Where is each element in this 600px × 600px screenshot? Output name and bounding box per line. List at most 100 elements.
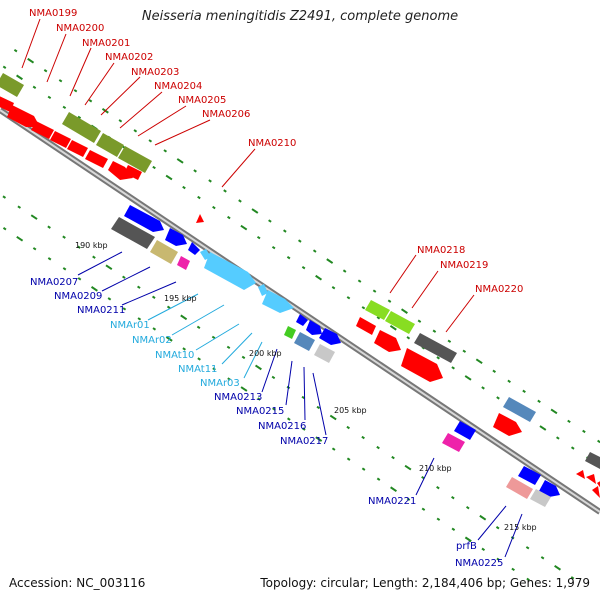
gene-label-nma0201[interactable]: NMA0201	[82, 38, 130, 49]
ruler-tick	[180, 314, 188, 321]
gene-feature-red-far-1[interactable]	[576, 470, 585, 479]
gene-label-nmat10[interactable]: NMAt10	[155, 350, 194, 361]
gene-feature-lightgray-1[interactable]	[314, 344, 335, 363]
gene-label-nma0218[interactable]: NMA0218	[417, 245, 465, 256]
gene-label-nma0209[interactable]: NMA0209	[54, 291, 102, 302]
gene-label-nma0206[interactable]: NMA0206	[202, 109, 250, 120]
gene-label-nma0220[interactable]: NMA0220	[475, 284, 523, 295]
gene-feature-magenta-1[interactable]	[177, 256, 190, 270]
gene-feature-nma0201[interactable]	[31, 121, 54, 139]
gene-feature-nma0202[interactable]	[50, 131, 71, 148]
ruler-tick	[47, 225, 51, 229]
gene-feature-green-2[interactable]	[365, 300, 390, 320]
gene-feature-cyan-2[interactable]	[204, 252, 256, 290]
gene-feature-gray-3[interactable]	[585, 452, 600, 470]
gene-label-nma0205[interactable]: NMA0205	[178, 95, 226, 106]
gene-label-nma0211[interactable]: NMA0211	[77, 305, 125, 316]
gene-feature-magenta-2[interactable]	[442, 433, 465, 452]
gene-label-nma0216[interactable]: NMA0216	[258, 421, 306, 432]
ruler-tick	[165, 174, 173, 181]
ruler-tick	[550, 408, 558, 415]
gene-label-nma0225[interactable]: NMA0225	[455, 558, 503, 569]
gene-label-nmar03[interactable]: NMAr03	[200, 378, 240, 389]
gene-feature-blue-3[interactable]	[188, 242, 200, 255]
gene-feature-nma0205[interactable]	[108, 161, 133, 180]
gene-feature-red-219[interactable]	[374, 330, 401, 352]
gene-label-nma0219[interactable]: NMA0219	[440, 260, 488, 271]
gene-feature-nma0200[interactable]	[7, 105, 40, 127]
ruler-tick	[346, 296, 351, 300]
gene-feature-olive-2[interactable]	[62, 112, 101, 143]
ruler-tick	[47, 257, 52, 261]
gene-feature-nma0204[interactable]	[85, 150, 108, 168]
gene-label-nma0217[interactable]: NMA0217	[280, 436, 328, 447]
gene-feature-blue-9[interactable]	[539, 480, 560, 497]
gene-feature-green-3[interactable]	[385, 311, 415, 334]
gene-feature-blue-4[interactable]	[296, 314, 308, 326]
gene-feature-blue-2[interactable]	[165, 228, 187, 246]
gene-label-prfb[interactable]: prfB	[456, 541, 477, 552]
gene-feature-blue-1[interactable]	[124, 205, 164, 232]
gene-label-nma0202[interactable]: NMA0202	[105, 52, 153, 63]
ruler-tick	[539, 425, 547, 431]
gene-label-nma0215[interactable]: NMA0215	[236, 406, 284, 417]
ruler-tick	[496, 396, 500, 400]
gene-label-nmat11[interactable]: NMAt11	[178, 364, 217, 375]
gene-feature-gray-2[interactable]	[414, 333, 457, 363]
ruler-tick	[163, 149, 168, 153]
gene-feature-olive-3[interactable]	[96, 133, 124, 157]
scale-label-205: 205 kbp	[334, 406, 367, 415]
gene-label-nma0210[interactable]: NMA0210	[248, 138, 296, 149]
gene-feature-steel-1[interactable]	[294, 332, 315, 351]
gene-label-nma0203[interactable]: NMA0203	[131, 67, 179, 78]
gene-feature-blue-8[interactable]	[518, 466, 541, 485]
gene-feature-blue-6[interactable]	[319, 328, 341, 345]
ruler-tick	[122, 275, 126, 279]
gene-label-nmar02[interactable]: NMAr02	[132, 335, 172, 346]
gene-feature-nma0206[interactable]	[124, 165, 142, 180]
gene-feature-red-far-2[interactable]	[586, 474, 596, 484]
gene-feature-red-far-3[interactable]	[597, 480, 600, 490]
gene-feature-nma0199[interactable]	[0, 94, 14, 112]
gene-feature-red-220[interactable]	[401, 348, 443, 382]
gene-feature-pink[interactable]	[506, 477, 533, 499]
gene-feature-olive-1[interactable]	[0, 73, 24, 97]
gene-feature-khaki[interactable]	[150, 240, 178, 264]
gene-label-nma0200[interactable]: NMA0200	[56, 23, 104, 34]
gene-feature-blue-7[interactable]	[454, 421, 476, 440]
ruler-tick	[436, 517, 441, 521]
ruler-ticks	[2, 49, 600, 582]
gene-feature-olive-4[interactable]	[118, 146, 152, 173]
gene-label-nma0221[interactable]: NMA0221	[368, 496, 416, 507]
ruler-tick	[406, 497, 411, 501]
genome-backbone	[0, 107, 600, 515]
ruler-tick	[570, 446, 575, 450]
gene-label-nma0199[interactable]: NMA0199	[29, 8, 77, 19]
ruler-tick	[182, 347, 186, 351]
ruler-tick	[464, 536, 472, 543]
gene-feature-nma0203[interactable]	[67, 140, 88, 157]
gene-feature-steel-2[interactable]	[503, 397, 536, 422]
gene-feature-blue-5[interactable]	[306, 320, 322, 335]
gene-feature-green-1[interactable]	[284, 326, 296, 339]
gene-feature-red-far-4[interactable]	[592, 486, 600, 498]
ruler-tick	[241, 355, 246, 360]
ruler-tick	[432, 329, 437, 333]
gene-label-nma0207[interactable]: NMA0207	[30, 277, 78, 288]
gene-feature-red-right[interactable]	[493, 413, 522, 436]
gene-label-nma0204[interactable]: NMA0204	[154, 81, 202, 92]
gene-label-nma0213[interactable]: NMA0213	[214, 392, 262, 403]
gene-feature-red-218[interactable]	[356, 317, 376, 335]
ruler-tick	[283, 229, 287, 233]
ruler-tick	[315, 436, 323, 442]
ruler-tick	[197, 195, 201, 200]
gene-feature-nma0210[interactable]	[196, 214, 204, 223]
gene-labels-blue: NMA0207 NMA0209 NMA0211 NMA0213 NMA0215 …	[30, 277, 503, 569]
gene-feature-gray-1[interactable]	[111, 217, 155, 249]
gene-label-nmar01[interactable]: NMAr01	[110, 320, 150, 331]
ruler-tick	[238, 199, 242, 203]
gene-feature-cyan-4[interactable]	[262, 290, 294, 313]
ruler-tick	[556, 436, 560, 440]
gene-feature-cyan-3[interactable]	[258, 284, 268, 296]
gene-feature-lightgray-2[interactable]	[530, 489, 551, 507]
